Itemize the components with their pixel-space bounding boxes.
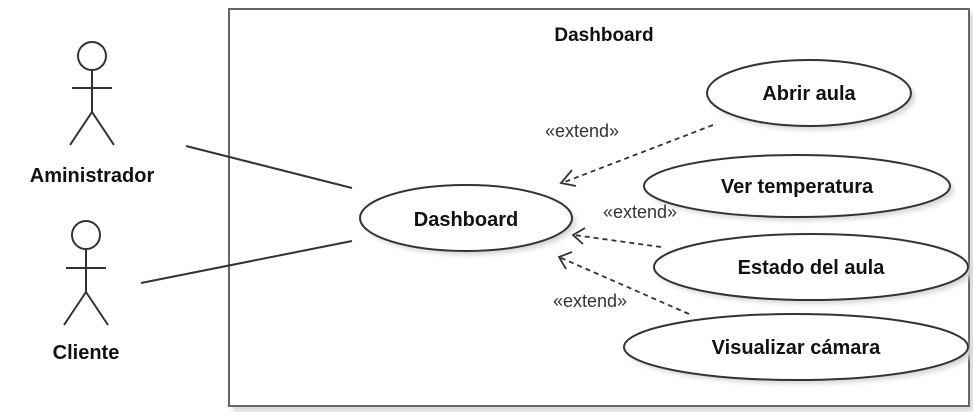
use-case-label: Dashboard xyxy=(414,209,518,231)
use-case-dashboard[interactable]: Dashboard xyxy=(359,184,576,255)
actor-cliente[interactable] xyxy=(63,220,109,326)
extend-label-abrir-aula: «extend» xyxy=(545,121,619,141)
actor-left-leg xyxy=(63,291,87,326)
dashed-line xyxy=(558,256,690,315)
extend-visualizar-camara xyxy=(557,251,690,315)
actor-head xyxy=(71,220,101,250)
actor-cliente-label: Cliente xyxy=(53,342,120,364)
association-aministrador-dashboard xyxy=(185,145,353,189)
use-case-label: Visualizar cámara xyxy=(712,337,882,359)
actor-right-leg xyxy=(85,291,109,326)
actor-aministrador[interactable] xyxy=(69,41,115,146)
use-case-visualizar-camara[interactable]: Visualizar cámara xyxy=(623,313,972,384)
use-case-ellipse xyxy=(653,233,969,301)
use-case-ellipse xyxy=(706,59,912,127)
actor-head xyxy=(77,41,107,71)
use-case-ellipse xyxy=(643,154,951,218)
actor-right-leg xyxy=(91,111,115,146)
actor-left-leg xyxy=(69,111,93,146)
use-case-abrir-aula[interactable]: Abrir aula xyxy=(706,59,915,130)
use-case-ellipse xyxy=(359,184,573,252)
actor-aministrador-label: Aministrador xyxy=(30,165,155,187)
extend-abrir-aula xyxy=(559,124,714,187)
system-title: Dashboard xyxy=(554,25,653,46)
extend-estado-aula xyxy=(571,227,662,248)
use-case-ellipse xyxy=(623,313,969,381)
use-case-label: Estado del aula xyxy=(738,257,886,279)
arrowhead xyxy=(559,169,577,187)
use-case-ver-temperatura[interactable]: Ver temperatura xyxy=(643,154,954,221)
dashed-line xyxy=(573,234,662,248)
association-cliente-dashboard xyxy=(140,240,353,284)
use-case-label: Abrir aula xyxy=(762,83,856,105)
arrowhead xyxy=(557,251,573,270)
use-case-label: Ver temperatura xyxy=(721,176,874,198)
use-case-estado-aula[interactable]: Estado del aula xyxy=(653,233,972,304)
arrowhead xyxy=(571,227,586,245)
extend-label-visualizar-camara: «extend» xyxy=(553,291,627,311)
extend-label-ver-temperatura: «extend» xyxy=(603,202,677,222)
